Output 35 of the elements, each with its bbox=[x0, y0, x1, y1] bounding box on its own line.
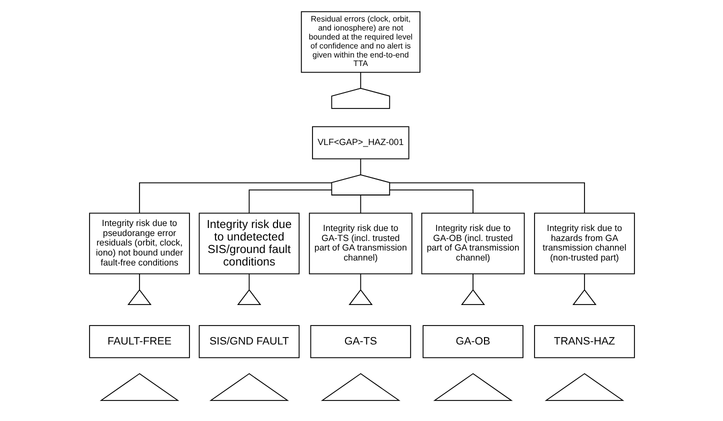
node-triangle bbox=[320, 373, 400, 401]
node-box: Integrity risk due to pseudorange error residuals (orbit, clock, iono) not bound under fault-free conditions bbox=[88, 212, 190, 274]
node-triangle bbox=[460, 289, 485, 306]
node-triangle bbox=[432, 373, 512, 401]
connector bbox=[138, 182, 332, 214]
node-triangle bbox=[126, 289, 152, 306]
node-box: GA-TS bbox=[310, 325, 411, 358]
connector bbox=[138, 273, 140, 290]
node-box: Integrity risk due to GA-OB (incl. trusted part of GA transmission channel) bbox=[420, 212, 524, 274]
connector bbox=[472, 273, 473, 290]
node-triangle bbox=[208, 373, 288, 401]
connector bbox=[360, 194, 361, 214]
node-box: Integrity risk due to GA-TS (incl. trusted part of GA transmission channel) bbox=[308, 212, 412, 274]
node-triangle bbox=[572, 289, 596, 306]
node-box: SIS/GND FAULT bbox=[198, 325, 300, 358]
connector bbox=[388, 190, 473, 214]
connector bbox=[248, 190, 332, 214]
node-gate bbox=[330, 88, 390, 109]
node-triangle bbox=[236, 289, 261, 306]
node-box: TRANS-HAZ bbox=[534, 325, 634, 358]
node-box: VLF<GAP>_HAZ-001 bbox=[312, 126, 409, 160]
node-gate bbox=[330, 174, 390, 196]
node-box: Integrity risk due to undetected SIS/ground fault conditions bbox=[198, 212, 300, 274]
node-triangle bbox=[99, 373, 179, 401]
node-box: Residual errors (clock, orbit, and ionosphere) are not bounded at the required level of confidence and no alert is given within the end-to-end TTA bbox=[300, 11, 420, 73]
node-box: GA-OB bbox=[422, 325, 523, 358]
connector bbox=[360, 273, 361, 290]
node-box: Integrity risk due to hazards from GA transmission channel (non-trusted part) bbox=[534, 212, 634, 274]
node-box: FAULT-FREE bbox=[88, 325, 190, 358]
connector bbox=[360, 72, 361, 89]
node-triangle bbox=[348, 289, 372, 306]
connector bbox=[360, 158, 361, 176]
connector bbox=[388, 182, 584, 214]
connector bbox=[248, 273, 250, 290]
node-triangle bbox=[544, 373, 624, 401]
